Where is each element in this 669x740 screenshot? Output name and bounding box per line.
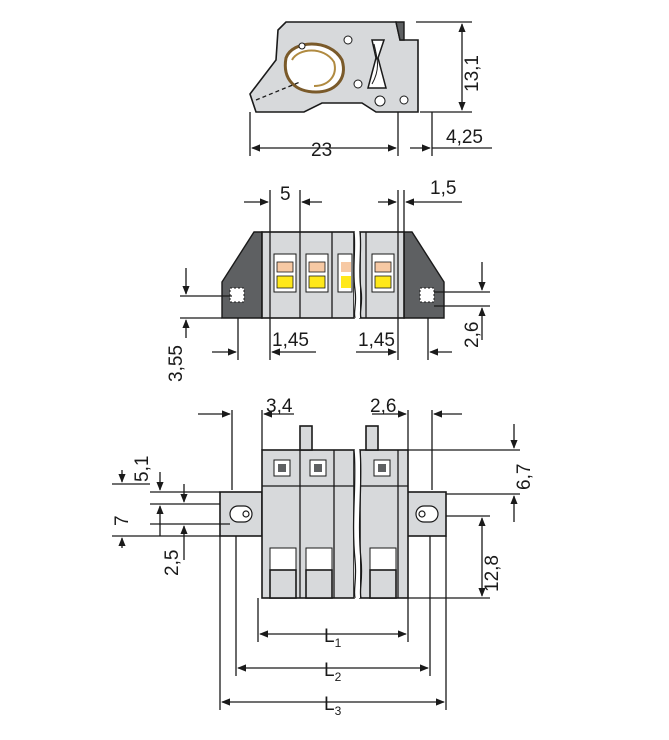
spring-window-3 [337,253,353,293]
side-view-dimensions [249,21,492,156]
label-flange-height: 3,55 [166,345,187,382]
label-l1: L1 [324,626,342,650]
label-l2-main: L [324,660,335,681]
spring-window-4 [371,253,395,293]
label-l3-main: L [324,694,335,715]
label-top-left: 3,4 [266,396,293,417]
top-view [219,425,447,599]
label-right-b: 12,8 [482,555,503,592]
release-square-2 [309,459,327,477]
dimension-labels: 13,1 23 4,25 5 1,5 3,55 1,45 1,45 2,6 3,… [112,55,535,718]
label-side-width: 23 [311,140,332,161]
spring-window-1 [273,253,297,293]
label-offset-right: 1,45 [358,330,395,351]
side-view [249,21,419,113]
label-l1-main: L [324,626,335,647]
label-l1-sub: 1 [335,636,342,650]
label-left-a: 5,1 [132,456,153,482]
label-left-c: 2,5 [162,550,183,576]
release-square-1 [273,459,291,477]
label-pitch: 5 [280,184,291,205]
release-square-3 [373,459,391,477]
front-view [221,231,445,319]
label-side-height: 13,1 [462,55,483,92]
label-right-a: 6,7 [514,464,535,490]
top-view-dimensions [112,410,520,710]
label-rib: 1,5 [430,178,456,199]
label-left-b: 7 [112,515,133,526]
label-top-right: 2,6 [370,396,396,417]
label-l3: L3 [324,694,342,718]
label-flange-right: 2,6 [462,322,483,348]
label-l2: L2 [324,660,342,684]
front-view-dimensions [180,190,490,360]
label-l2-sub: 2 [335,670,342,684]
label-l3-sub: 3 [335,704,342,718]
spring-window-2 [305,253,329,293]
label-offset-left: 1,45 [272,330,309,351]
label-side-depth: 4,25 [446,127,483,148]
